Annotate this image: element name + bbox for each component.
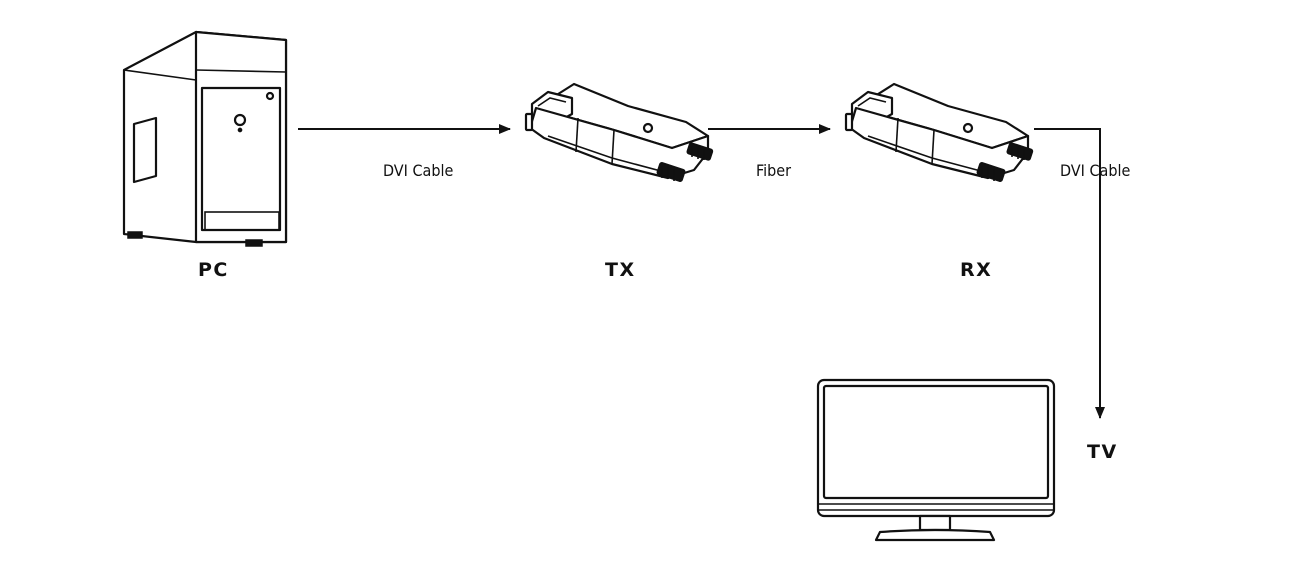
- label-rx-tv-cable: DVI Cable: [1060, 161, 1130, 180]
- label-pc-tx-cable: DVI Cable: [383, 161, 453, 180]
- label-pc: PC: [198, 259, 229, 281]
- label-tv: TV: [1087, 441, 1118, 463]
- pc-icon: [122, 30, 288, 247]
- tx-device-icon: [524, 82, 715, 183]
- tv-monitor-icon: [816, 378, 1056, 542]
- rx-device-icon: [844, 82, 1035, 183]
- label-rx: RX: [960, 259, 992, 281]
- label-tx-rx-cable: Fiber: [756, 161, 791, 180]
- connection-rx-tv: [1034, 128, 1105, 419]
- label-tx: TX: [605, 259, 636, 281]
- arrow-rx-tv: [1034, 128, 1105, 419]
